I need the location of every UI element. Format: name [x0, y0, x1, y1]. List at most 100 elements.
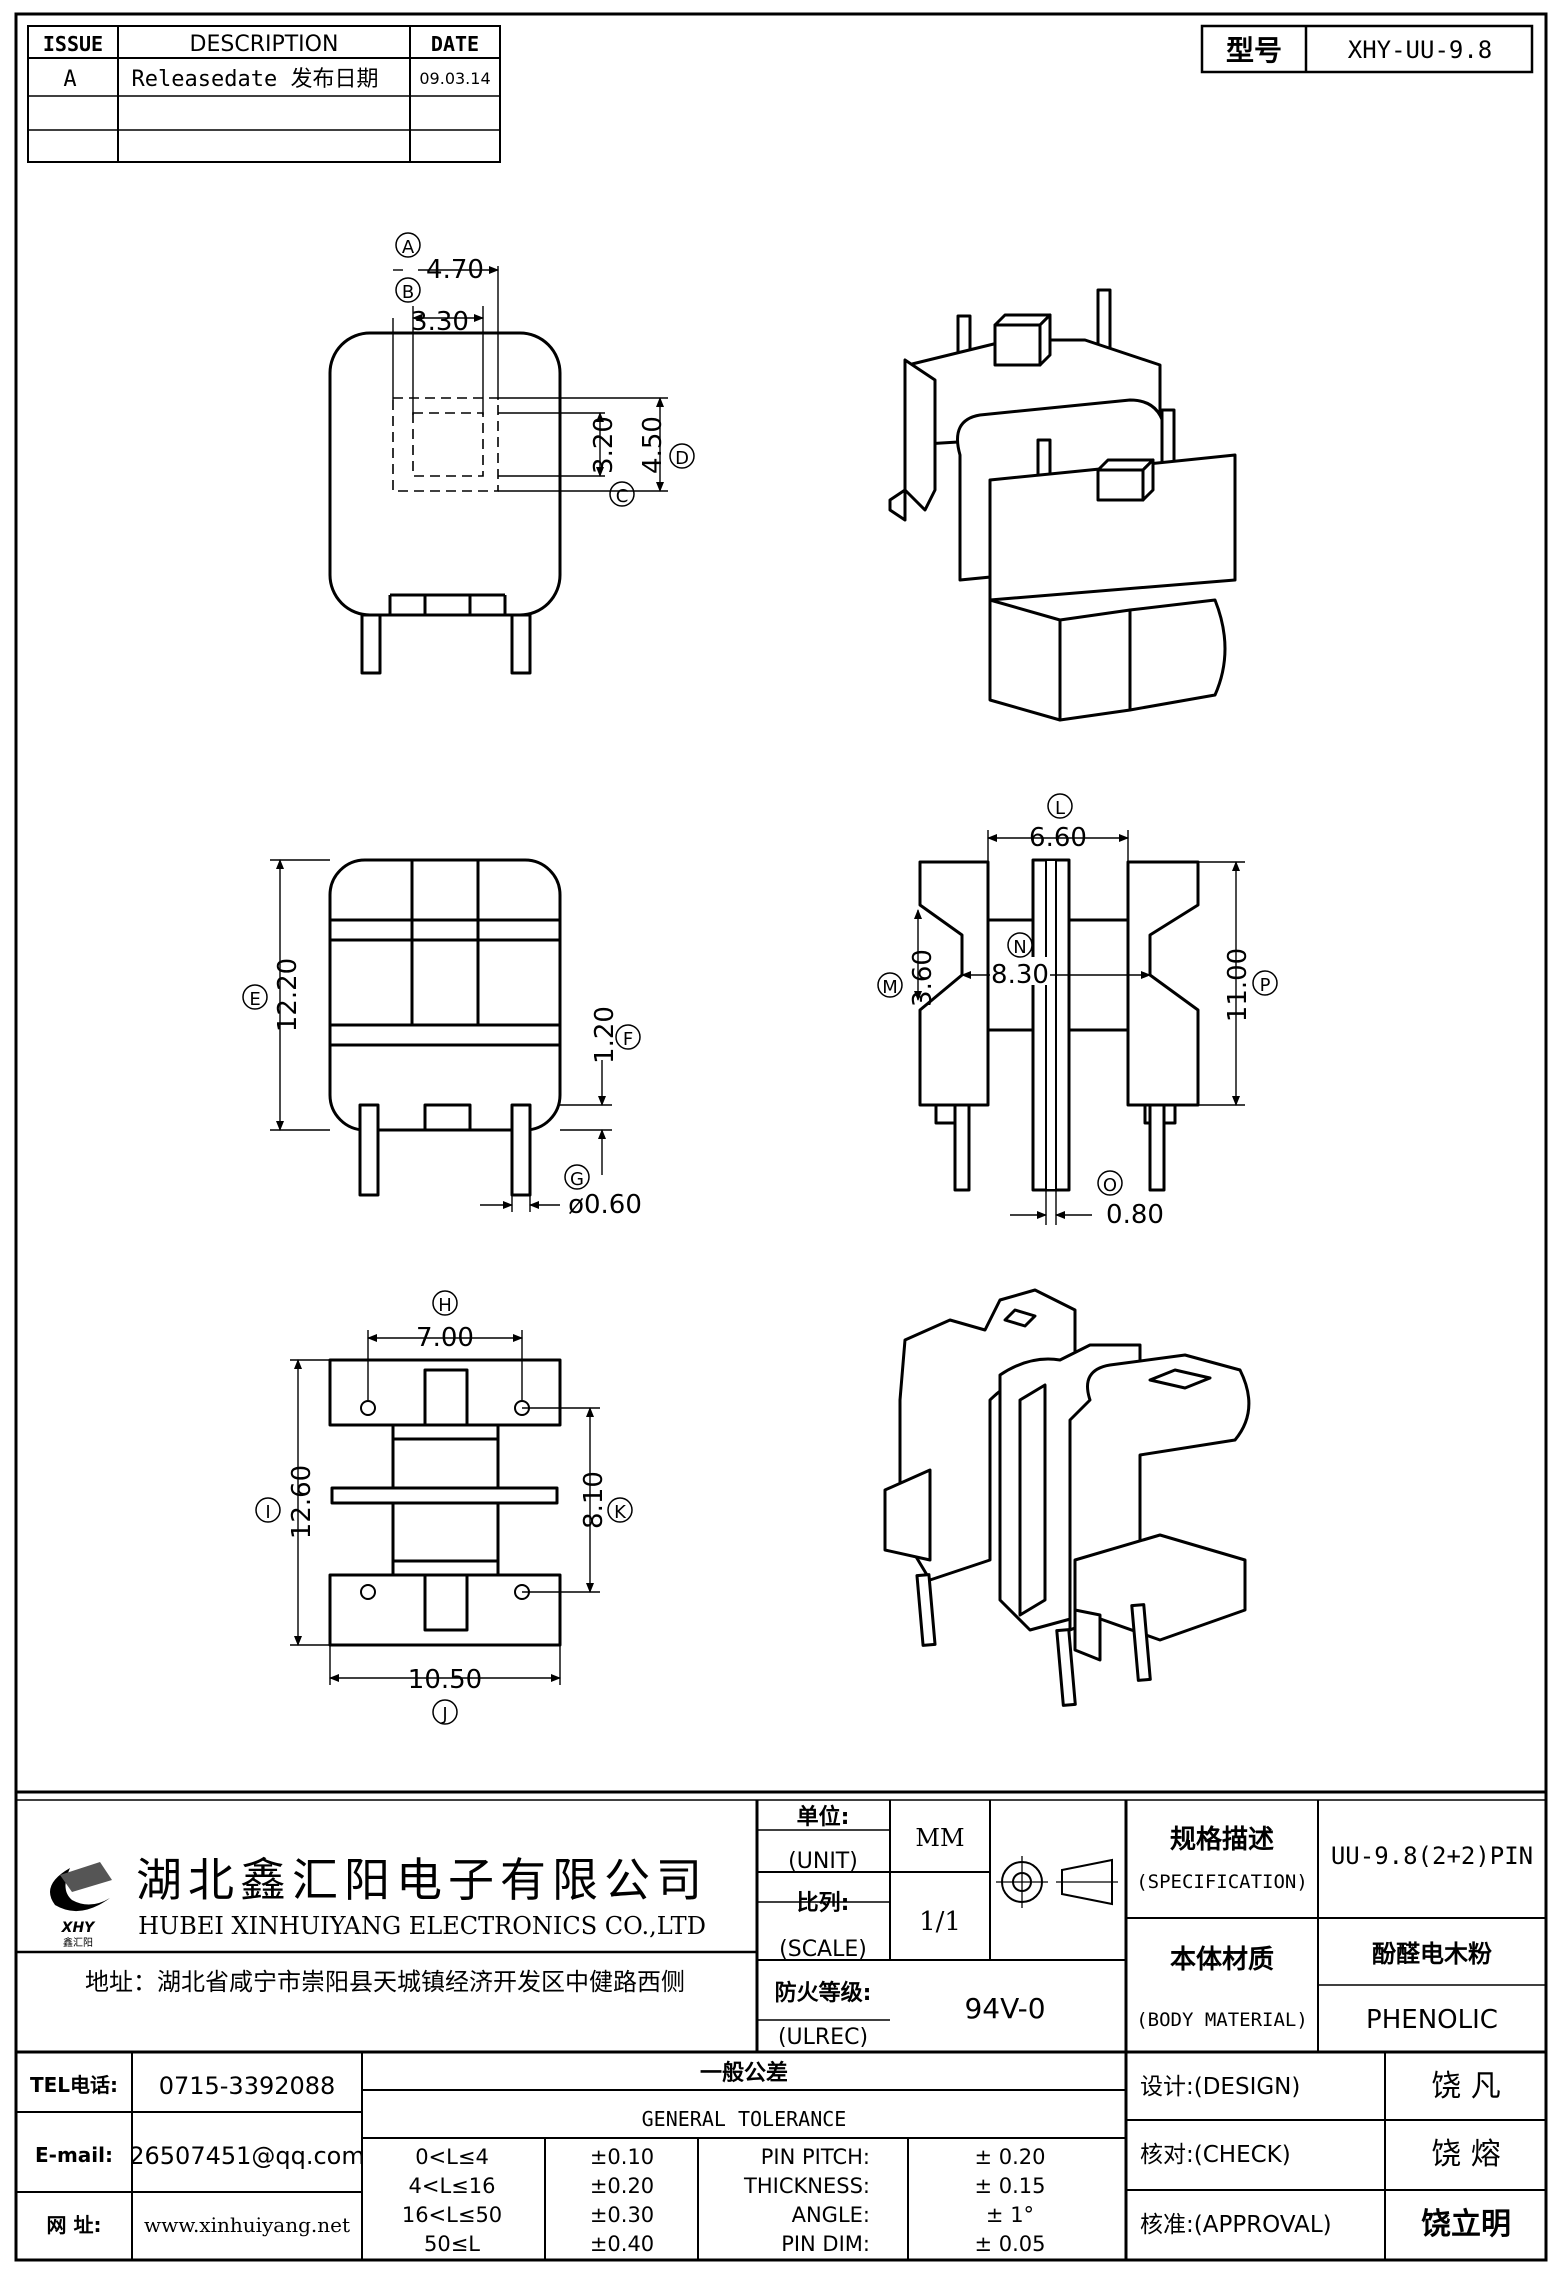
- balloon-G: G: [570, 1169, 584, 1190]
- title-block: XHY 鑫汇阳 湖北鑫汇阳电子有限公司 HUBEI XINHUIYANG ELE…: [16, 1790, 1546, 2260]
- balloon-J: J: [441, 1704, 447, 1725]
- balloon-O: O: [1103, 1175, 1117, 1196]
- dim-A: 4.70: [426, 255, 484, 285]
- projection-symbol: [996, 1856, 1118, 1908]
- company-name-en: HUBEI XINHUIYANG ELECTRONICS CO.,LTD: [138, 1912, 706, 1940]
- scale-value: 1/1: [919, 1907, 961, 1937]
- ul-label-cn: 防火等级:: [775, 1980, 872, 2006]
- balloon-I: I: [265, 1502, 270, 1523]
- dim-D: 4.50: [638, 416, 668, 474]
- view-side: 6.60 L 3.60 M 8.30 N 11.00 P O 0.80: [877, 793, 1278, 1230]
- balloon-F: F: [623, 1029, 633, 1050]
- balloon-N: N: [1013, 937, 1026, 958]
- ul-value: 94V-0: [964, 1992, 1045, 2025]
- tol-value: ±0.40: [590, 2232, 654, 2256]
- web-label: 网 址:: [47, 2213, 102, 2237]
- approval-label: 核准:(APPROVAL): [1140, 2212, 1332, 2238]
- tolerance-items: PIN PITCH: ± 0.20 THICKNESS: ± 0.15 ANGL…: [743, 2145, 1045, 2256]
- email-value: 26507451@qq.com: [129, 2142, 365, 2170]
- tolerance-title-en: GENERAL TOLERANCE: [642, 2107, 847, 2131]
- view-front: 12.20 E 1.20 F G ø0.60: [242, 858, 642, 1220]
- tol-item-name: PIN PITCH:: [761, 2145, 870, 2169]
- company-logo: XHY 鑫汇阳: [50, 1862, 112, 1949]
- tolerance-ranges: 0<L≤4 ±0.10 4<L≤16 ±0.20 16<L≤50 ±0.30 5…: [402, 2145, 654, 2256]
- tol-range: 0<L≤4: [415, 2145, 489, 2169]
- material-value-en: PHENOLIC: [1366, 2005, 1498, 2035]
- dim-J: 10.50: [408, 1665, 482, 1695]
- date-cell: 09.03.14: [419, 69, 490, 88]
- dim-H: 7.00: [416, 1323, 474, 1353]
- material-label-cn: 本体材质: [1170, 1945, 1274, 1975]
- balloon-L: L: [1055, 798, 1065, 819]
- design-name: 饶 凡: [1431, 2069, 1501, 2104]
- issue-cell: A: [63, 67, 76, 92]
- description-header: DESCRIPTION: [190, 32, 339, 57]
- logo-sub: 鑫汇阳: [63, 1936, 93, 1949]
- view-top: 4.70 3.30 A B 3.20 4.50 C D: [328, 232, 695, 675]
- balloon-A: A: [402, 237, 415, 258]
- tol-range: 4<L≤16: [409, 2174, 496, 2198]
- tolerance-title-cn: 一般公差: [700, 2060, 788, 2086]
- balloon-C: C: [616, 486, 629, 507]
- balloon-E: E: [249, 989, 260, 1010]
- design-label: 设计:(DESIGN): [1140, 2074, 1300, 2100]
- dim-G: ø0.60: [568, 1190, 642, 1220]
- check-name: 饶 熔: [1431, 2137, 1501, 2172]
- balloon-B: B: [402, 282, 414, 303]
- spec-label-en: (SPECIFICATION): [1136, 1871, 1308, 1893]
- balloon-K: K: [614, 1502, 627, 1523]
- tol-item-value: ± 0.20: [974, 2145, 1045, 2169]
- dim-C: 3.20: [589, 416, 619, 474]
- web-value: www.xinhuiyang.net: [144, 2213, 350, 2237]
- sheet-border: [14, 12, 1548, 2262]
- tel-value: 0715-3392088: [159, 2072, 336, 2100]
- balloon-M: M: [882, 977, 898, 998]
- dim-P: 11.00: [1223, 948, 1253, 1022]
- scale-label-en: (SCALE): [779, 1937, 867, 1962]
- ul-label-en: (ULREC): [778, 2025, 868, 2050]
- logo-text: XHY: [61, 1920, 97, 1936]
- tol-item-name: ANGLE:: [792, 2203, 870, 2227]
- unit-value: MM: [915, 1824, 964, 1852]
- spec-label-cn: 规格描述: [1170, 1824, 1274, 1855]
- tol-item-name: PIN DIM:: [781, 2232, 870, 2256]
- company-name-cn: 湖北鑫汇阳电子有限公司: [136, 1853, 708, 1907]
- unit-label-en: (UNIT): [788, 1849, 858, 1874]
- scale-label-cn: 比列:: [797, 1891, 850, 1916]
- tol-value: ±0.30: [590, 2203, 654, 2227]
- unit-label-cn: 单位:: [797, 1804, 850, 1830]
- model-box: 型号 XHY-UU-9.8: [1200, 24, 1534, 74]
- material-value-cn: 酚醛电木粉: [1372, 1940, 1492, 1968]
- balloon-D: D: [675, 448, 689, 469]
- tol-value: ±0.10: [590, 2145, 654, 2169]
- date-header: DATE: [431, 32, 479, 56]
- tel-label: TEL电话:: [30, 2073, 118, 2097]
- dim-N: 8.30: [991, 960, 1049, 990]
- tol-item-value: ± 0.15: [974, 2174, 1045, 2198]
- view-isometric-2: [883, 1288, 1251, 1707]
- dim-E: 12.20: [273, 958, 303, 1032]
- balloon-P: P: [1260, 975, 1271, 996]
- company-address: 地址：湖北省咸宁市崇阳县天城镇经济开发区中健路西侧: [85, 1968, 685, 1996]
- dim-I: 12.60: [287, 1465, 317, 1539]
- dim-M: 3.60: [908, 949, 938, 1007]
- balloon-H: H: [438, 1295, 452, 1316]
- tol-item-value: ± 0.05: [974, 2232, 1045, 2256]
- dim-F: 1.20: [590, 1006, 620, 1064]
- approval-name: 饶立明: [1421, 2207, 1511, 2242]
- tol-range: 50≤L: [424, 2232, 480, 2256]
- description-cell: Releasedate 发布日期: [132, 67, 379, 92]
- material-label-en: (BODY MATERIAL): [1136, 2009, 1308, 2031]
- view-isometric-1: [888, 288, 1237, 722]
- dim-B: 3.30: [411, 307, 469, 337]
- check-label: 核对:(CHECK): [1140, 2142, 1291, 2168]
- issue-header: ISSUE: [43, 32, 103, 56]
- dim-K: 8.10: [579, 1471, 609, 1529]
- dim-L: 6.60: [1029, 823, 1087, 853]
- view-bottom: 7.00 H 12.60 I 10.50 J 8.10 K: [255, 1290, 633, 1725]
- spec-value: UU-9.8(2+2)PIN: [1331, 1842, 1533, 1870]
- model-number: XHY-UU-9.8: [1348, 36, 1493, 64]
- tol-value: ±0.20: [590, 2174, 654, 2198]
- email-label: E-mail:: [35, 2143, 113, 2167]
